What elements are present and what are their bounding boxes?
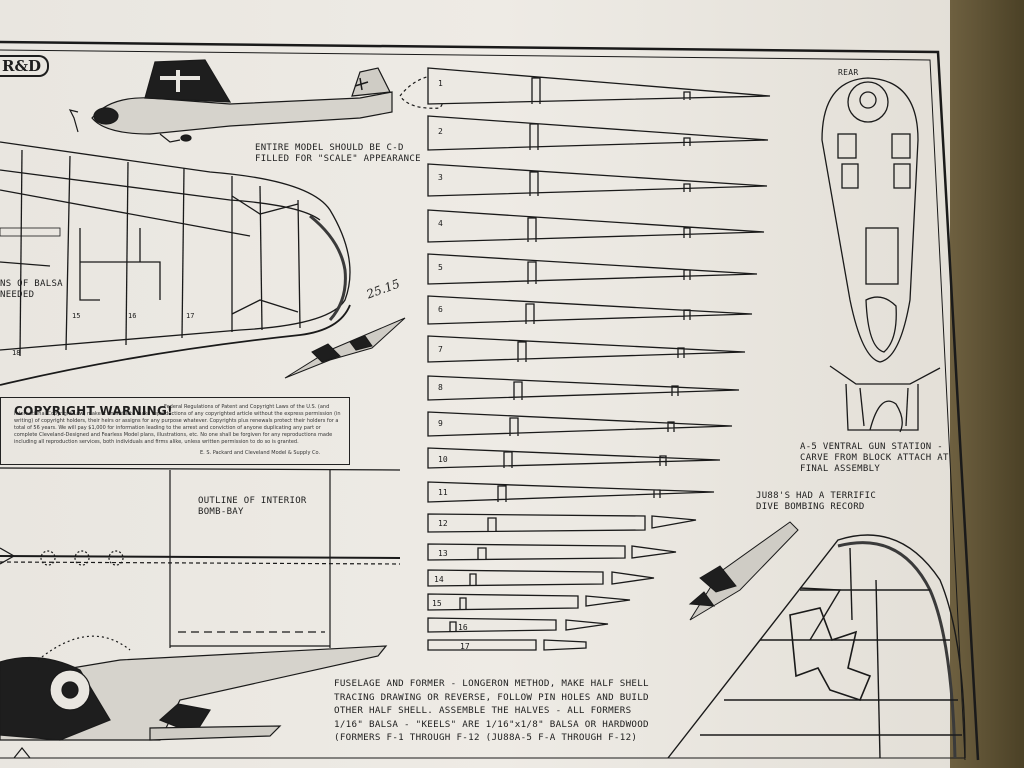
bomb-bay-note: OUTLINE OF INTERIOR BOMB-BAY	[198, 496, 307, 517]
copyright-body: Federal Regulations of Patent and Copyri…	[14, 404, 341, 445]
diving-aircraft-right-drawing	[688, 521, 799, 621]
former-number-12: 12	[438, 519, 448, 528]
ju88-perspective-drawing	[0, 635, 388, 759]
former-number-1: 1	[438, 79, 443, 88]
former-number-6: 6	[438, 305, 443, 314]
ventral-gun-station-drawing	[821, 77, 941, 433]
bomb-bay-outline	[0, 467, 401, 648]
former-number-15: 15	[432, 599, 442, 608]
rear-label: REAR	[838, 68, 859, 77]
former-number-4: 4	[438, 219, 443, 228]
gun-station-note: A-5 VENTRAL GUN STATION - CARVE FROM BLO…	[800, 442, 949, 474]
tail-fin-framework-drawing	[667, 534, 966, 759]
former-number-11: 11	[438, 488, 448, 497]
former-number-10: 10	[438, 455, 448, 464]
scale-note: ENTIRE MODEL SHOULD BE C-D FILLED FOR "S…	[255, 143, 421, 164]
wing-rib-label-17: 17	[186, 312, 194, 320]
wing-rib-label-18: 18	[12, 349, 20, 357]
border-frame	[0, 40, 980, 761]
former-number-3: 3	[438, 173, 443, 182]
former-numbers: 1 2 3 4 5 6 7 8 9 10 11 12 13 14 15 16 1…	[432, 79, 470, 651]
former-number-14: 14	[434, 575, 444, 584]
dive-bombing-note: JU88'S HAD A TERRIFIC DIVE BOMBING RECOR…	[756, 491, 877, 512]
former-number-13: 13	[438, 549, 448, 558]
former-number-17: 17	[460, 642, 470, 651]
copyright-warning-box	[0, 397, 350, 465]
former-number-2: 2	[438, 127, 443, 136]
wing-framework-drawing	[0, 141, 351, 386]
fuselage-instructions: FUSELAGE AND FORMER - LONGERON METHOD, M…	[334, 678, 649, 743]
wing-rib-label-15: 15	[72, 312, 80, 320]
balsa-note: NS OF BALSA NEEDED	[0, 279, 63, 300]
copyright-title: COPYRIGHT WARNING!	[14, 404, 173, 418]
wing-rib-label-16: 16	[128, 312, 136, 320]
wall-background	[950, 0, 1024, 768]
former-number-7: 7	[438, 345, 443, 354]
former-number-9: 9	[438, 419, 443, 428]
ju88-side-view-drawing	[68, 59, 461, 143]
diving-aircraft-small-drawing	[284, 317, 406, 379]
copyright-signature: E. S. Packard and Cleveland Model & Supp…	[200, 450, 321, 456]
former-number-16: 16	[458, 623, 468, 632]
former-number-5: 5	[438, 263, 443, 272]
former-profiles	[427, 67, 771, 651]
former-number-8: 8	[438, 383, 443, 392]
logo: R&D	[0, 55, 50, 77]
